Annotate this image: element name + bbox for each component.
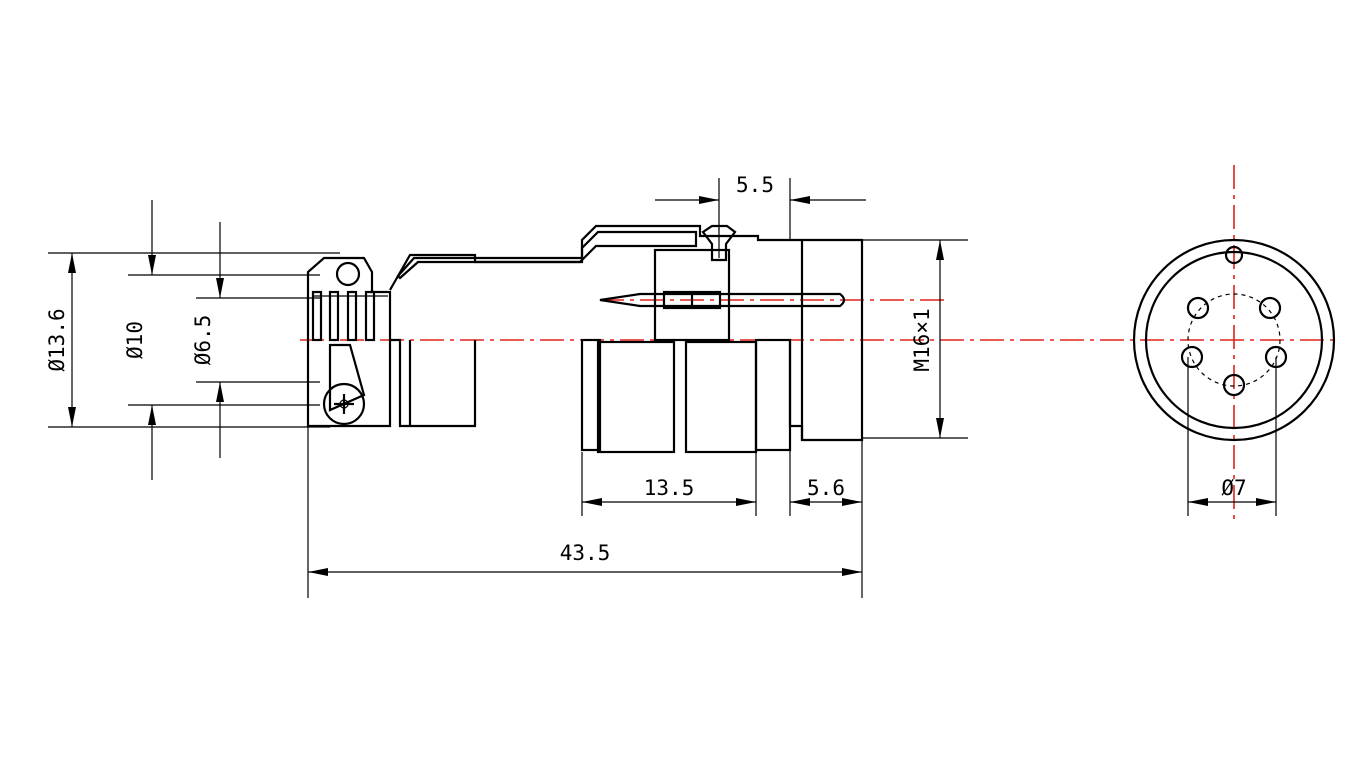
pin-5 [1222,373,1246,397]
dim-pin-circle-dia: Ø7 [1221,476,1246,500]
dim-nut-length: 13.5 [644,476,695,500]
thread-section [788,238,864,442]
dim-overall-length: 43.5 [560,541,611,565]
dimension-lines [48,178,1277,598]
dim-inner-dia: Ø6.5 [191,315,215,366]
dim-cable-dia: Ø10 [123,321,147,359]
coupling-nut [580,224,846,454]
dim-thread-length: 5.6 [807,476,845,500]
cable-clamp [306,256,392,428]
pin-3 [1180,345,1204,369]
pin-1 [1186,296,1210,320]
dim-outer-dia: Ø13.6 [45,308,69,371]
dim-pin-offset: 5.5 [736,173,774,197]
pin-2 [1258,296,1282,320]
dim-thread-spec: M16×1 [910,308,934,371]
centerlines [300,165,1340,520]
tail-sleeve [389,224,790,428]
